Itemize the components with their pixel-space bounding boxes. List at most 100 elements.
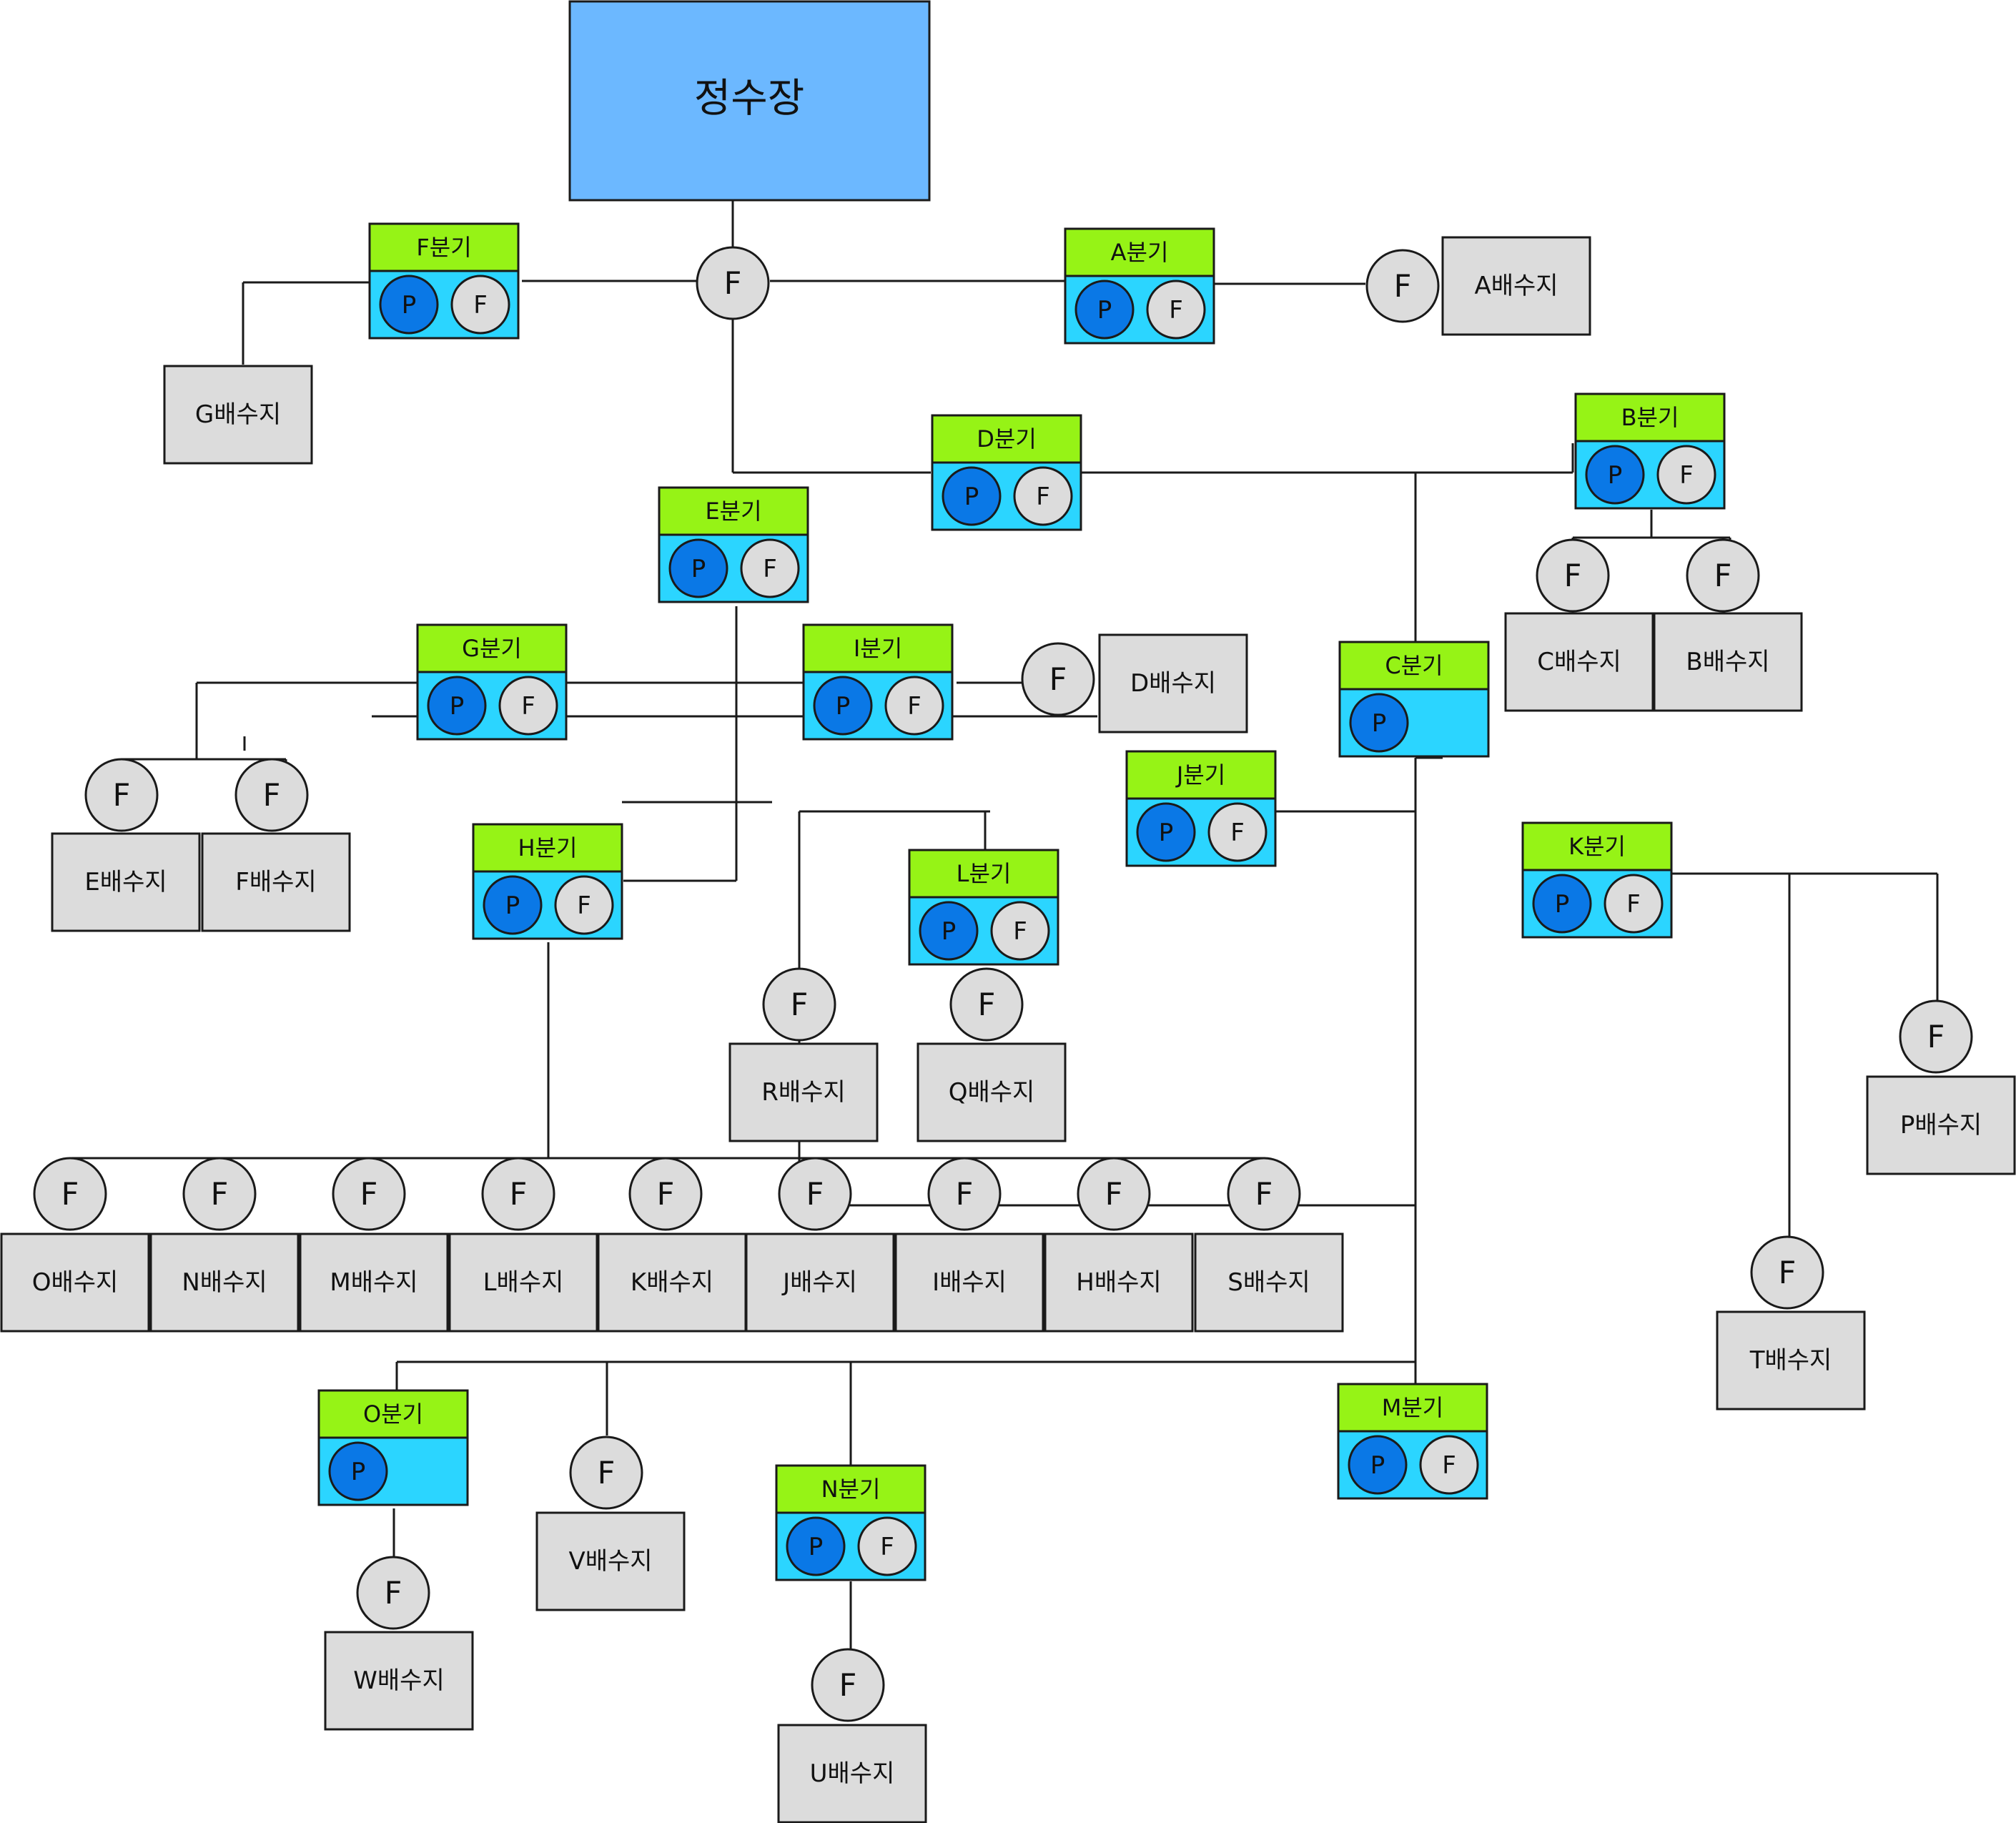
branch-d-valve-f-label: F	[1036, 483, 1050, 511]
t-tank-valve-label: F	[1779, 1255, 1797, 1291]
f-tank-valve-label: F	[263, 778, 281, 814]
branch-b-valve-p-label: P	[1608, 461, 1623, 490]
k-tank-valve-label: F	[657, 1177, 675, 1212]
branch-k-valve-p	[1532, 874, 1592, 934]
branch-b-valve-p	[1585, 445, 1645, 505]
tank-b-box	[1653, 612, 1803, 712]
tank-g-box	[163, 365, 313, 465]
branch-m-valve-f-label: F	[1442, 1451, 1456, 1480]
s-tank-valve-label: F	[1255, 1177, 1273, 1212]
branch-e-valve-p	[668, 538, 728, 598]
c-tank-valve	[1536, 538, 1610, 613]
k-tank-valve	[628, 1157, 703, 1231]
branch-a-label: A분기	[1111, 239, 1169, 266]
branch-c-valve-p	[1349, 693, 1409, 753]
o-tank-valve	[33, 1157, 107, 1231]
tank-w-label: W배수지	[353, 1666, 444, 1695]
i-tank-valve	[927, 1157, 1002, 1231]
branch-i-valve-f-label: F	[907, 692, 921, 721]
tank-k-label: K배수지	[631, 1268, 713, 1297]
u-tank-valve-label: F	[839, 1668, 857, 1704]
tank-j-box	[745, 1232, 895, 1333]
branch-f-header	[368, 222, 520, 272]
tank-f-box	[201, 832, 351, 932]
branch-g-valve-f-label: F	[521, 692, 535, 721]
branch-d-valve-p	[942, 466, 1002, 526]
water-plant-box	[568, 0, 931, 202]
v-tank-valve-label: F	[598, 1456, 616, 1491]
branch-d-valve-f	[1013, 466, 1073, 526]
branch-f-valve-p	[379, 275, 439, 335]
d-tank-valve-label: F	[1049, 662, 1067, 698]
tank-o-box	[0, 1232, 150, 1333]
branch-m-valve-f	[1419, 1435, 1479, 1495]
branch-d-valve-p-label: P	[964, 483, 979, 511]
tank-a-label: A배수지	[1474, 272, 1558, 300]
t-tank-valve	[1750, 1235, 1824, 1310]
branch-n-label: N분기	[821, 1476, 881, 1503]
tank-g-label: G배수지	[195, 400, 281, 429]
q-tank-valve	[949, 967, 1024, 1042]
branch-m-header	[1337, 1383, 1488, 1433]
r-tank-valve-label: F	[791, 987, 809, 1023]
branch-o-valve-p-label: P	[351, 1458, 366, 1486]
branch-k-header	[1521, 821, 1673, 871]
a-tank-valve-label: F	[1394, 269, 1412, 305]
branch-a-valve-f-label: F	[1169, 296, 1183, 325]
branch-f-valve-p-label: P	[402, 291, 417, 320]
branch-k-label: K분기	[1568, 833, 1626, 860]
e-tank-valve	[84, 758, 159, 832]
tank-p-label: P배수지	[1900, 1111, 1982, 1140]
branch-e-valve-f-label: F	[763, 555, 777, 583]
branch-k-valve-p-label: P	[1555, 890, 1570, 919]
h-tank-valve	[1077, 1157, 1151, 1231]
branch-f-label: F분기	[416, 234, 471, 261]
tank-v-box	[535, 1511, 686, 1611]
q-tank-valve-label: F	[978, 987, 996, 1023]
branch-g-valve-p-label: P	[450, 692, 465, 721]
branch-d-header	[931, 414, 1082, 464]
branch-b-valve-f	[1656, 445, 1716, 505]
branch-o-label: O분기	[363, 1400, 423, 1428]
branch-h-label: H분기	[518, 834, 578, 861]
j-tank-valve	[778, 1157, 852, 1231]
tank-v-label: V배수지	[568, 1547, 652, 1576]
e-tank-valve-label: F	[113, 778, 131, 814]
branch-o-valve-p	[328, 1441, 388, 1501]
branch-n-valve-p	[786, 1516, 846, 1576]
v-tank-valve	[569, 1436, 643, 1510]
branch-n-valve-p-label: P	[809, 1533, 824, 1561]
branch-f-valve-f-label: F	[473, 291, 488, 320]
tank-q-label: Q배수지	[949, 1078, 1035, 1107]
branch-l-valve-f	[990, 901, 1050, 961]
branch-k-valve-f	[1604, 874, 1664, 934]
branch-l-valve-f-label: F	[1013, 917, 1027, 946]
tank-d-label: D배수지	[1130, 669, 1216, 698]
branch-c-header	[1338, 641, 1490, 691]
branch-n-valve-f	[857, 1516, 917, 1576]
branch-a-header	[1064, 227, 1215, 277]
branch-e-valve-f	[740, 538, 800, 598]
j-tank-valve-label: F	[806, 1177, 824, 1212]
tank-r-label: R배수지	[761, 1078, 845, 1107]
branch-g-label: G분기	[462, 635, 522, 662]
branch-e-header	[658, 486, 809, 536]
branch-h-header	[472, 823, 623, 873]
tank-p-box	[1866, 1075, 2016, 1175]
b-tank-valve-label: F	[1714, 558, 1732, 594]
main-f-valve-label: F	[724, 266, 742, 302]
branch-g-header	[416, 623, 568, 673]
tank-s-box	[1194, 1232, 1344, 1333]
water-plant-label: 정수장	[694, 76, 805, 122]
tank-i-label: I배수지	[932, 1268, 1007, 1297]
branch-a-valve-p	[1074, 280, 1135, 340]
branch-m-label: M분기	[1382, 1394, 1444, 1421]
branch-i-valve-f	[884, 676, 944, 736]
c-tank-valve-label: F	[1564, 558, 1582, 594]
a-tank-valve	[1365, 249, 1440, 323]
tank-l-box	[448, 1232, 598, 1333]
tank-h-label: H배수지	[1076, 1268, 1161, 1297]
branch-j-valve-p	[1136, 802, 1196, 862]
